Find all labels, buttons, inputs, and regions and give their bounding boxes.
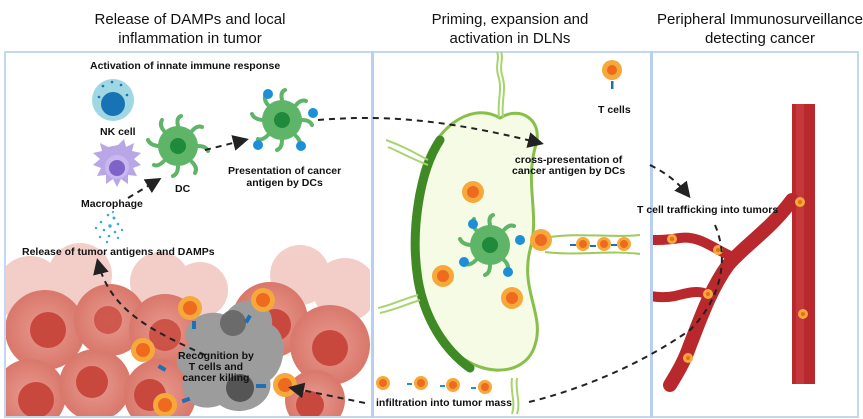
- t-cell: [576, 237, 590, 251]
- label-macrophage: Macrophage: [81, 198, 143, 210]
- label-cross-presentation: cross-presentation of cancer antigen by …: [512, 155, 625, 177]
- tumor-cells: [6, 282, 370, 416]
- t-cell: [703, 289, 713, 299]
- t-cell: [478, 380, 492, 394]
- label-innate-response: Activation of innate immune response: [90, 60, 281, 72]
- label-presentation-line1: Presentation of cancer: [228, 165, 342, 177]
- label-recognition-line3: cancer killing: [182, 372, 250, 384]
- arrow-cross-presentation-to-vessel: [649, 164, 691, 199]
- diagram-frame: [4, 51, 859, 418]
- panel-title-dln-line1: Priming, expansion and: [431, 11, 589, 28]
- flow-arrows: [93, 116, 723, 404]
- t-cell: [683, 353, 693, 363]
- arrow-infiltration: [288, 382, 366, 404]
- panel-divider-1: [371, 51, 374, 418]
- panel-title-periphery: Peripheral Immunosurveillance detecting …: [640, 10, 863, 48]
- label-presentation: Presentation of cancer antigen by DCs: [228, 165, 341, 189]
- arrow-killing-to-release: [93, 258, 206, 356]
- label-dc: DC: [175, 183, 191, 195]
- arrow-trafficking-to-tumor: [524, 224, 723, 404]
- panel-title-tumor: Release of DAMPs and local inflammation …: [40, 10, 340, 48]
- migrating-t-cells: [376, 376, 492, 394]
- dc-icon: [146, 114, 210, 178]
- killed-tumor-cell: [176, 300, 284, 411]
- t-cell: [153, 393, 191, 416]
- macrophage-icon: [93, 139, 141, 187]
- t-cell: [446, 378, 460, 392]
- panel-title-tumor-line2: inflammation in tumor: [118, 30, 262, 47]
- label-infiltration: infiltration into tumor mass: [376, 397, 512, 409]
- arrow-macrophage-to-dc: [127, 177, 162, 199]
- panel-title-tumor-line1: Release of DAMPs and local: [94, 11, 286, 28]
- t-cell: [795, 197, 805, 207]
- panel-title-periphery-line1: Peripheral Immunosurveillance: [657, 11, 863, 28]
- t-cell: [178, 296, 202, 329]
- t-cell-legend-icon: [602, 60, 622, 89]
- arrow-presentation-to-dln: [317, 116, 544, 148]
- label-recognition-line1: Recognition by: [178, 350, 254, 362]
- dc-presenting-icon: [250, 88, 318, 152]
- panel-divider-2: [650, 51, 653, 418]
- label-trafficking: T cell trafficking into tumors: [637, 204, 779, 216]
- t-cell: [501, 287, 523, 309]
- panel-title-dln: Priming, expansion and activation in DLN…: [380, 10, 640, 48]
- blood-vessel: [653, 104, 815, 392]
- label-cross-line2: cancer antigen by DCs: [512, 165, 626, 177]
- t-cell: [244, 288, 275, 324]
- t-cell: [432, 265, 454, 287]
- label-recognition: Recognition by T cells and cancer killin…: [178, 351, 254, 384]
- panel-title-dln-line2: activation in DLNs: [449, 30, 571, 47]
- t-cell: [462, 181, 484, 203]
- t-cell: [617, 237, 631, 251]
- damps-particles-icon: [94, 210, 124, 244]
- nk-cell-icon: [92, 79, 134, 121]
- label-release: Release of tumor antigens and DAMPs: [22, 246, 215, 258]
- label-presentation-line2: antigen by DCs: [246, 177, 323, 189]
- tumor-mass: [6, 243, 370, 416]
- t-cell: [798, 309, 808, 319]
- arrow-dc-to-presentation: [204, 135, 249, 151]
- t-cell: [667, 234, 677, 244]
- dc-in-lymph-node-icon: [458, 213, 525, 277]
- label-t-cells: T cells: [598, 104, 631, 116]
- label-nk-cell: NK cell: [100, 126, 136, 138]
- t-cell: [131, 338, 167, 372]
- t-cell: [530, 229, 552, 251]
- t-cells-in-lymph-node: [432, 181, 631, 309]
- t-cell: [376, 376, 390, 390]
- t-cell: [414, 376, 428, 390]
- label-recognition-line2: T cells and: [188, 361, 244, 373]
- label-cross-line1: cross-presentation of: [514, 154, 623, 166]
- t-cell: [597, 237, 611, 251]
- panel-title-periphery-line2: detecting cancer: [704, 30, 816, 47]
